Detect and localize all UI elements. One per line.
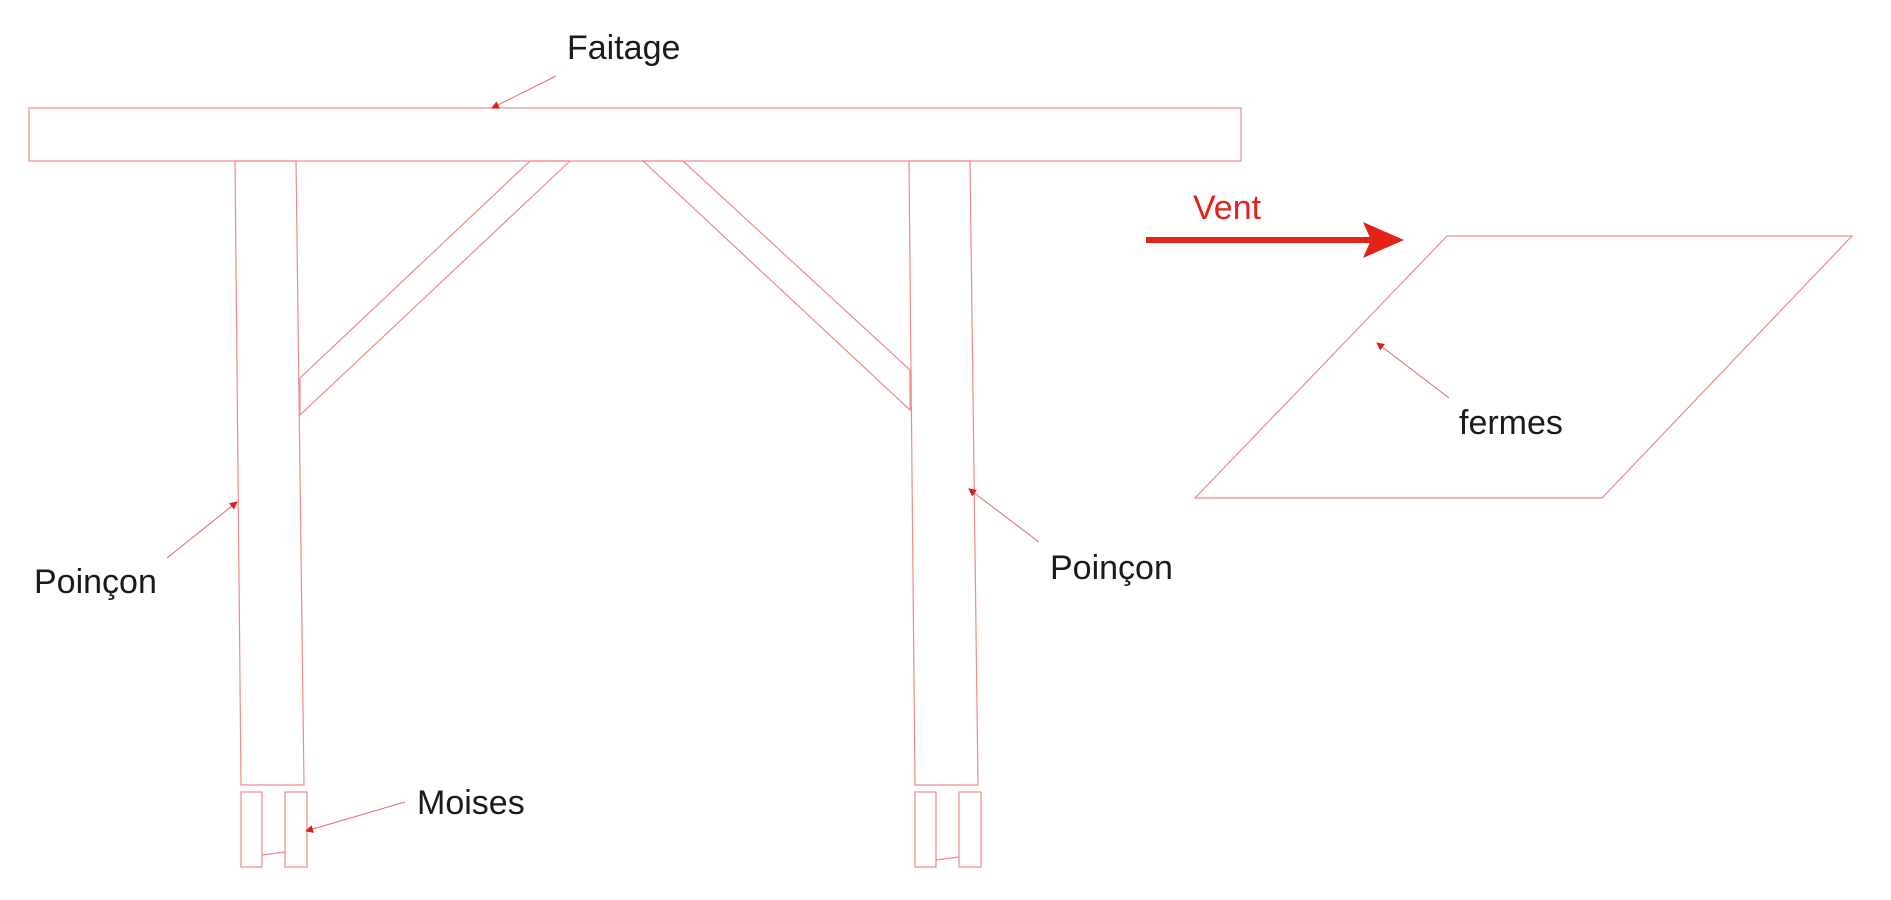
king-post-left	[234, 160, 305, 786]
trusses-plane	[1193, 235, 1854, 499]
wind-label: Vent	[1193, 189, 1262, 227]
trusses-leader	[1376, 342, 1450, 399]
king-post-right-label: Poinçon	[1050, 549, 1173, 587]
clamp-left-link	[261, 851, 286, 856]
trusses-label: fermes	[1459, 404, 1563, 442]
king-post-left-label: Poinçon	[34, 563, 157, 601]
clamp-right-b	[958, 791, 982, 868]
clamp-left-a	[240, 791, 263, 868]
clamp-left-b	[284, 791, 308, 868]
brace-right	[641, 160, 911, 412]
brace-left	[299, 160, 572, 417]
ridge-leader	[491, 75, 557, 109]
clamp-right-a	[914, 791, 937, 868]
king-post-right	[908, 160, 979, 786]
clamp-right-link	[935, 856, 960, 861]
king-post-left-leader	[166, 501, 238, 559]
clamps-leader	[305, 801, 406, 833]
wind-arrow	[1146, 222, 1404, 258]
ridge-label: Faitage	[567, 29, 681, 67]
ridge-beam	[28, 107, 1242, 162]
clamps-label: Moises	[417, 784, 525, 822]
king-post-right-leader	[968, 488, 1040, 543]
